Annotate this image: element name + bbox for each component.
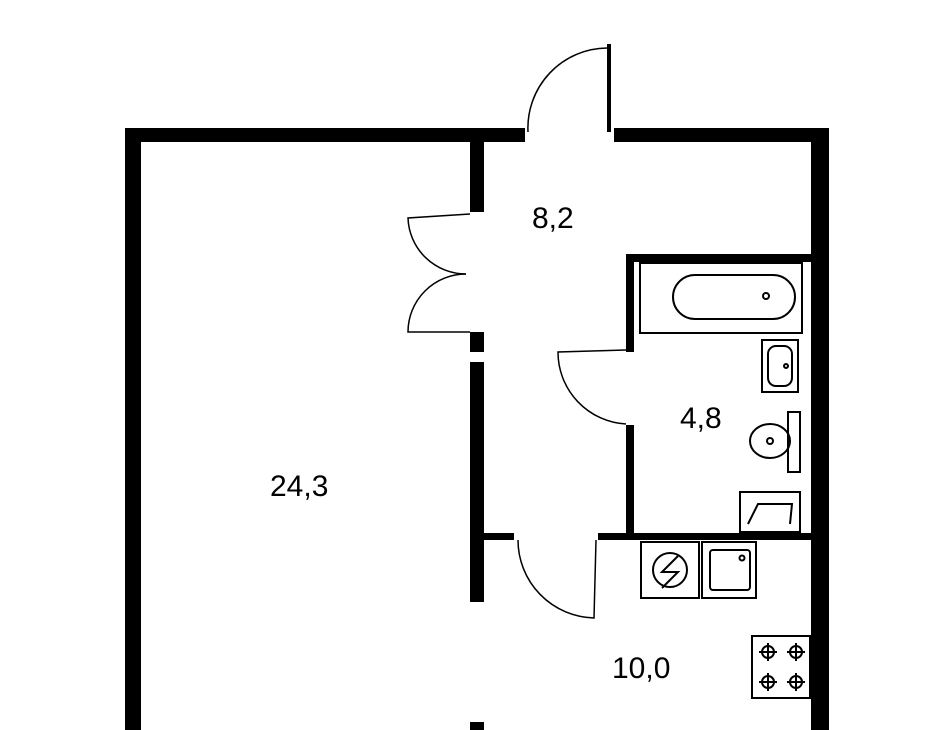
hallway-area-label: 8,2 <box>532 202 574 235</box>
toilet <box>749 411 801 473</box>
kitchen-top-wall-left <box>484 533 514 540</box>
bathtub-outer <box>639 262 803 334</box>
toilet-seat-dot <box>766 437 774 445</box>
left-wall <box>125 128 141 730</box>
partition-middle <box>470 332 484 352</box>
partition-upper <box>470 142 484 212</box>
living-door-swing-lower <box>407 273 470 333</box>
washer-frame <box>739 491 801 533</box>
kitchen-sink-drain <box>738 554 746 562</box>
top-wall-right <box>614 128 829 142</box>
living-room-double-door <box>407 213 471 333</box>
toilet-bowl <box>749 423 791 459</box>
bathroom-top-wall <box>626 254 812 262</box>
bathtub <box>639 262 803 334</box>
stove-frame <box>751 635 811 699</box>
burner-4 <box>787 673 805 691</box>
kitchen-sink <box>701 541 757 599</box>
partition-lower <box>470 362 484 602</box>
outer-walls <box>125 128 829 730</box>
right-wall <box>811 128 829 730</box>
burner-3 <box>759 673 777 691</box>
bathroom-area-label: 4,8 <box>680 402 722 435</box>
bathroom-left-wall-upper <box>626 254 634 352</box>
kitchen-sink-frame <box>701 541 757 599</box>
burner-1 <box>759 643 777 661</box>
appliance-frame <box>640 541 700 599</box>
burner-2 <box>787 643 805 661</box>
kitchen-appliance <box>640 541 700 599</box>
living-door-swing-upper <box>407 213 471 275</box>
kitchen-door <box>517 539 597 619</box>
entrance-door-leaf <box>607 44 611 132</box>
kitchen-area-label: 10,0 <box>612 652 670 685</box>
sink-counter <box>761 339 799 393</box>
kitchen-sink-basin <box>709 549 751 591</box>
bathtub-drain <box>762 292 770 300</box>
stove <box>751 635 811 699</box>
top-wall-left <box>125 128 525 142</box>
bathroom-left-wall-lower <box>626 425 634 535</box>
sink-basin <box>767 345 793 387</box>
sink <box>761 339 799 393</box>
washing-machine <box>739 491 801 533</box>
bathroom-door <box>557 349 627 425</box>
kitchen-door-swing <box>517 539 597 619</box>
entrance-door <box>527 44 611 133</box>
toilet-tank <box>787 411 801 473</box>
washer-detail <box>747 503 794 525</box>
kitchen-top-wall-right <box>598 533 812 540</box>
sink-drain <box>783 363 789 369</box>
appliance-bolt <box>659 555 681 589</box>
partition-stub <box>470 722 484 730</box>
bathroom-door-swing <box>557 349 627 425</box>
entrance-door-swing <box>527 47 608 133</box>
interior-walls <box>470 142 812 730</box>
appliance-circle <box>652 552 688 588</box>
bathtub-inner <box>672 274 796 320</box>
living-room-area-label: 24,3 <box>270 470 328 503</box>
